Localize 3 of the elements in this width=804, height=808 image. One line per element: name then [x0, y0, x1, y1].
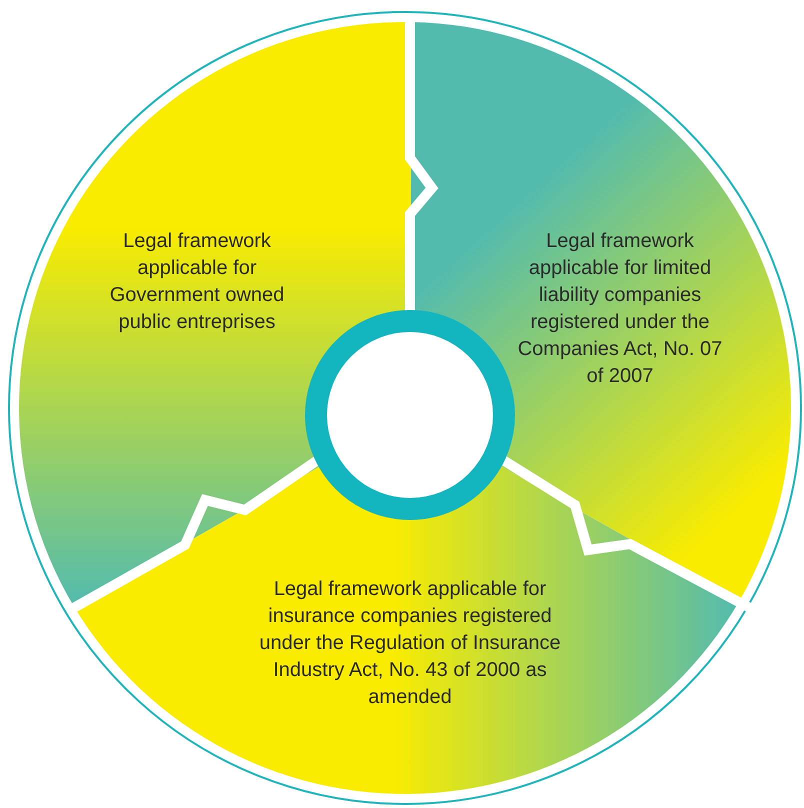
segment-text: Legal framework applicable for insurance companies registered under the Regulation of Insurance Industry Act, No. 43 of 2000 as amended [258, 577, 562, 710]
segment-text: Legal framework applicable for Government owned public entreprises [108, 229, 286, 335]
segment-text: Legal framework applicable for limited liability companies registered under the Companies Act, No. 07 of 2007 [516, 229, 724, 389]
